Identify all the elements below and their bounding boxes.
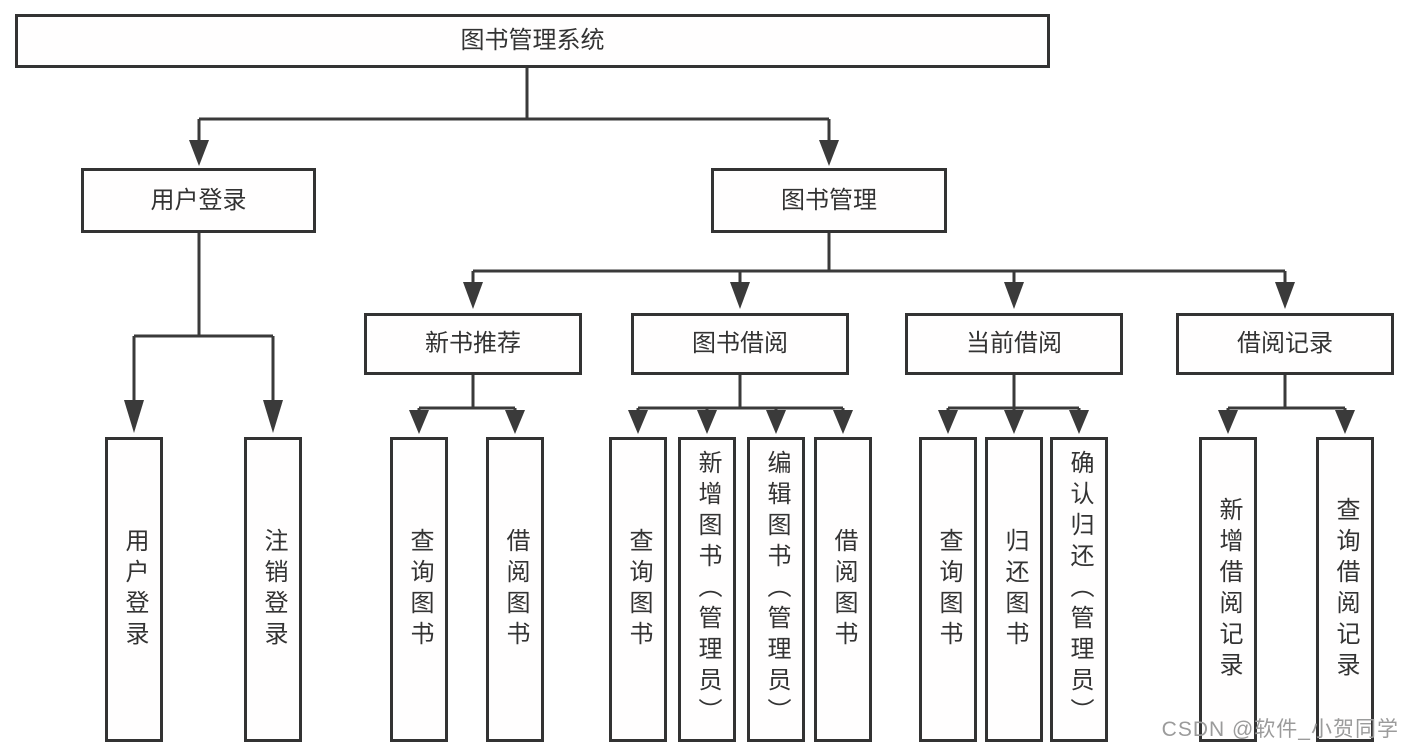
leaf-cb-return-books-label: 归还图书: [1001, 527, 1028, 652]
csdn-watermark: CSDN @软件_小贺同学: [1161, 718, 1399, 741]
node-user-login-label: 用户登录: [150, 186, 247, 214]
leaf-rec-query-books: 查询图书: [390, 437, 448, 742]
leaf-rec-query-books-label: 查询图书: [406, 527, 433, 652]
leaf-user-login-label: 用户登录: [121, 527, 148, 652]
leaf-bb-add-books-admin-label: 新增图书（管理员）: [694, 450, 721, 729]
node-borrowing-records: 借阅记录: [1176, 313, 1394, 375]
connector-arrowheads: [124, 140, 1355, 434]
leaf-cb-return-books: 归还图书: [985, 437, 1043, 742]
node-new-book-recommendation-label: 新书推荐: [425, 330, 521, 357]
leaf-cb-query-books: 查询图书: [919, 437, 977, 742]
leaf-bb-borrow-books: 借阅图书: [814, 437, 872, 742]
leaf-bb-edit-books-admin: 编辑图书（管理员）: [747, 437, 805, 742]
node-book-management-label: 图书管理: [781, 186, 877, 214]
leaf-logout: 注销登录: [244, 437, 302, 742]
leaf-logout-label: 注销登录: [260, 527, 287, 652]
node-root: 图书管理系统: [15, 14, 1050, 68]
node-current-borrowing: 当前借阅: [905, 313, 1123, 375]
node-user-login: 用户登录: [81, 168, 316, 233]
leaf-cb-confirm-return-admin: 确认归还（管理员）: [1050, 437, 1108, 742]
leaf-user-login: 用户登录: [105, 437, 163, 742]
leaf-bb-query-books-label: 查询图书: [625, 527, 652, 652]
node-borrowing-records-label: 借阅记录: [1237, 330, 1333, 357]
leaf-rec-borrow-books-label: 借阅图书: [502, 527, 529, 652]
node-book-management: 图书管理: [711, 168, 947, 233]
node-new-book-recommendation: 新书推荐: [364, 313, 582, 375]
leaf-cb-query-books-label: 查询图书: [935, 527, 962, 652]
leaf-br-query-record-label: 查询借阅记录: [1332, 496, 1359, 683]
node-root-label: 图书管理系统: [460, 27, 605, 54]
leaf-bb-borrow-books-label: 借阅图书: [830, 527, 857, 652]
leaf-bb-add-books-admin: 新增图书（管理员）: [678, 437, 736, 742]
leaf-br-add-record-label: 新增借阅记录: [1215, 496, 1242, 683]
leaf-cb-confirm-return-admin-label: 确认归还（管理员）: [1066, 450, 1093, 729]
leaf-bb-query-books: 查询图书: [609, 437, 667, 742]
leaf-rec-borrow-books: 借阅图书: [486, 437, 544, 742]
leaf-br-query-record: 查询借阅记录: [1316, 437, 1374, 742]
leaf-br-add-record: 新增借阅记录: [1199, 437, 1257, 742]
node-book-borrowing: 图书借阅: [631, 313, 849, 375]
leaf-bb-edit-books-admin-label: 编辑图书（管理员）: [763, 450, 790, 729]
node-book-borrowing-label: 图书借阅: [692, 330, 788, 357]
node-current-borrowing-label: 当前借阅: [966, 330, 1062, 357]
